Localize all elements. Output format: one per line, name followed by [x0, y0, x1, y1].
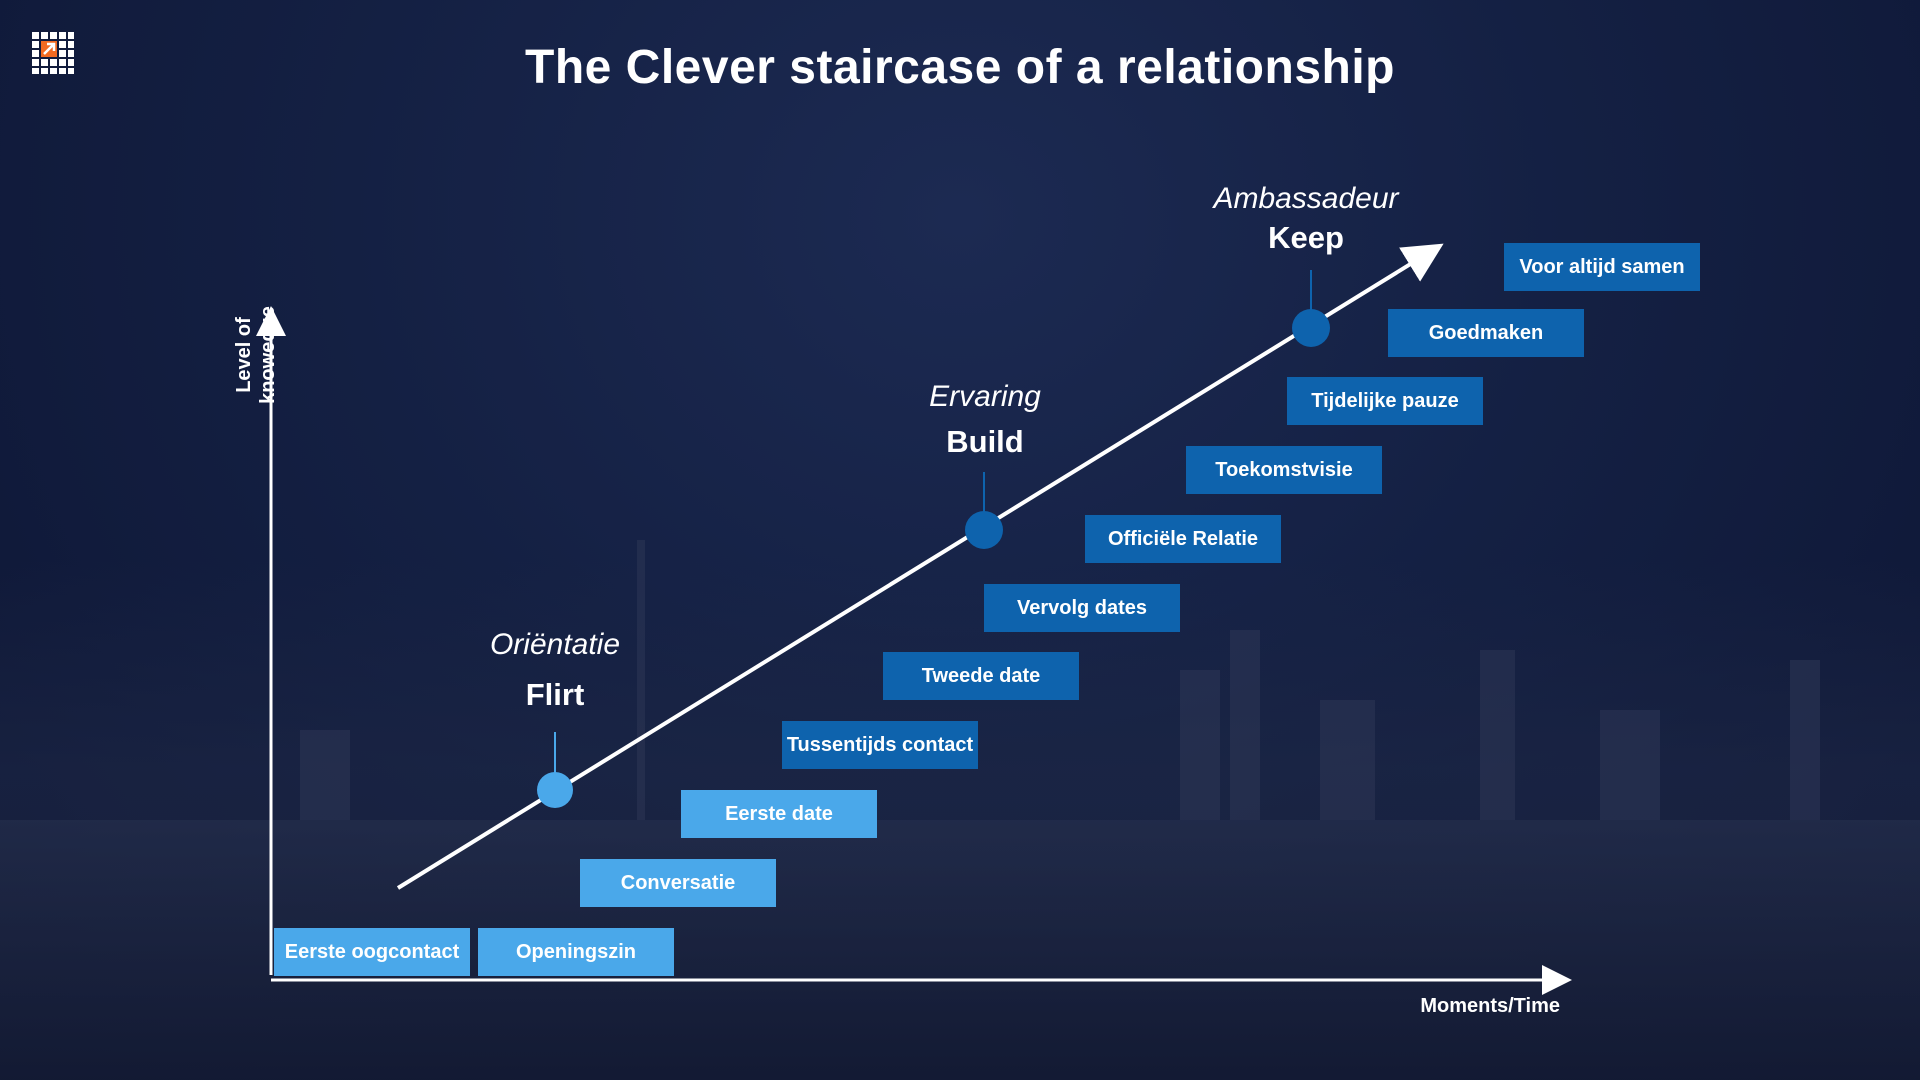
step-box: Conversatie — [580, 859, 776, 907]
step-box: Tussentijds contact — [782, 721, 978, 769]
phase-ervaring: Ervaring Build — [855, 380, 1115, 460]
phase-subtitle: Ervaring — [929, 380, 1041, 413]
phase-title: Keep — [1268, 220, 1344, 255]
phase-ambassadeur: Ambassadeur Keep — [1176, 182, 1436, 256]
phase-keep-dot — [1292, 309, 1330, 347]
y-axis-label: Level of knowedge — [233, 306, 279, 404]
step-box: Tweede date — [883, 652, 1079, 700]
step-box: Eerste oogcontact — [274, 928, 470, 976]
step-box: Tijdelijke pauze — [1287, 377, 1483, 425]
phase-flirt-dot — [537, 772, 573, 808]
phase-subtitle: Ambassadeur — [1213, 182, 1399, 215]
step-box: Goedmaken — [1388, 309, 1584, 357]
phase-subtitle: Oriëntatie — [489, 628, 621, 661]
x-axis-label: Moments/Time — [1420, 995, 1560, 1017]
phase-build-dot — [965, 511, 1003, 549]
phase-title: Build — [946, 424, 1024, 459]
page-title: The Clever staircase of a relationship — [525, 41, 1395, 94]
phase-title: Flirt — [525, 677, 585, 712]
step-box: Vervolg dates — [984, 584, 1180, 632]
step-box: Toekomstvisie — [1186, 446, 1382, 494]
phase-orientatie: Oriëntatie Flirt — [425, 628, 685, 713]
step-box: Openingszin — [478, 928, 674, 976]
step-box: Eerste date — [681, 790, 877, 838]
step-box: Officiële Relatie — [1085, 515, 1281, 563]
step-box: Voor altijd samen — [1504, 243, 1700, 291]
clever-grid-logo-icon — [32, 32, 74, 74]
